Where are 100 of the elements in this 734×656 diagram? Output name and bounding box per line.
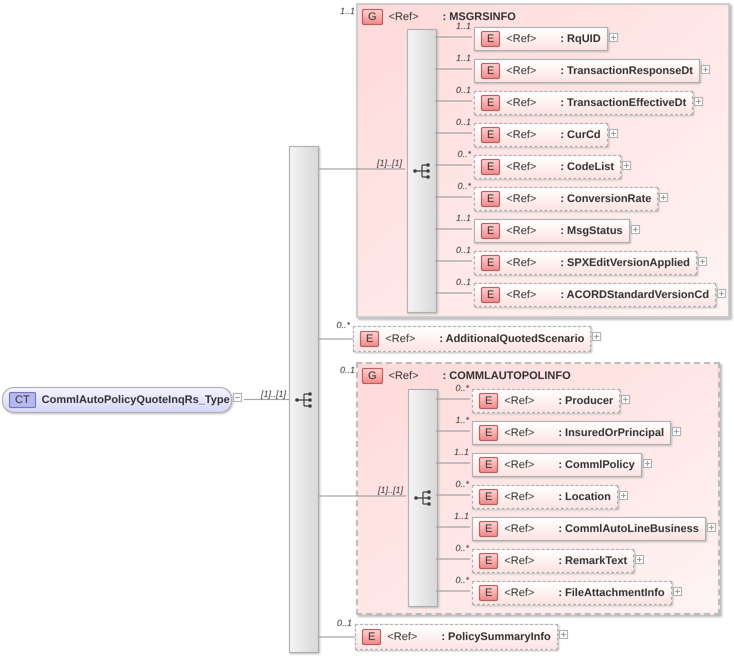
element-badge: E [481,191,500,207]
cardinality-label: 0..1 [456,116,471,129]
connector-line [434,292,472,294]
element-box [474,59,700,83]
cardinality-label: 1..* [455,414,469,427]
edge-label: [1]..[1] [378,484,403,497]
ref-label: <Ref> [385,332,416,347]
element-name: : Producer [558,394,614,409]
connector-line [436,462,470,464]
connector-line [318,168,406,170]
connector-line [434,196,472,198]
cardinality-label: 1..1 [456,20,471,33]
sequence-bar [408,389,438,607]
cardinality-label: 0..* [455,542,469,555]
connector-line [434,100,472,102]
ref-label: <Ref> [504,394,534,409]
cardinality-label: 0..1 [336,617,352,630]
group-badge: G [362,368,383,384]
element-badge: E [481,95,500,111]
element-badge: E [479,457,498,473]
element-name: : InsuredOrPrincipal [558,426,664,441]
connector-line [436,430,470,432]
element-box [474,219,630,243]
connector-line [436,494,470,496]
element-name: : FileAttachmentInfo [558,586,665,601]
element-name: : COMMLAUTOPOLINFO [442,369,571,384]
ref-label: <Ref> [504,586,534,601]
ref-label: <Ref> [506,256,536,271]
element-box [474,91,694,115]
element-box [355,624,558,650]
ref-label: <Ref> [506,96,536,111]
cardinality-label: 0..* [336,319,350,332]
cardinality-label: 1..1 [456,212,471,225]
cardinality-label: 1..1 [454,446,469,459]
sequence-bar [289,146,319,653]
ref-label: <Ref> [506,128,536,143]
element-name: : ACORDStandardVersionCd [560,288,710,303]
connector-line [436,590,470,592]
element-name: : RemarkText [558,554,628,569]
element-name: : PolicySummaryInfo [441,630,551,645]
element-box [474,251,697,275]
element-box [474,283,716,307]
connector-line [434,164,472,166]
element-name: : TransactionEffectiveDt [560,96,686,111]
element-name: : TransactionResponseDt [560,64,693,79]
connector-line [434,36,472,38]
element-badge: E [481,127,500,143]
connector-line [434,132,472,134]
ref-label: <Ref> [504,426,534,441]
group-badge: G [362,9,383,26]
ref-label: <Ref> [388,10,419,25]
cardinality-label: 0..1 [456,84,471,97]
element-badge: E [479,489,498,505]
element-badge: E [479,425,498,441]
connector-line [436,526,470,528]
cardinality-label: 1..1 [340,5,355,18]
element-name: : CodeList [560,160,614,175]
type-box [2,387,232,413]
cardinality-label: 0..* [455,574,469,587]
connector-line [318,636,356,638]
ref-label: <Ref> [506,160,536,175]
cardinality-label: 0..1 [456,276,471,289]
ref-label: <Ref> [387,630,418,645]
connector-line [434,228,472,230]
edge-label: [1]..[1] [260,388,286,401]
element-badge: E [481,31,500,47]
element-badge: E [481,287,500,303]
element-name: : AdditionalQuotedScenario [439,332,584,347]
element-box [474,123,608,147]
element-badge: E [481,63,500,79]
connector-line [434,68,472,70]
element-badge: E [479,521,498,537]
connector-line [436,398,470,400]
element-name: : MsgStatus [560,224,623,239]
cardinality-label: 0..* [455,382,469,395]
ref-label: <Ref> [506,192,536,207]
edge-label: [1]..[1] [376,157,402,170]
element-name: : SPXEditVersionApplied [560,256,690,271]
element-name: : Location [558,490,611,505]
type-badge: CT [9,392,36,408]
cardinality-label: 0..* [457,180,471,193]
element-badge: E [479,553,498,569]
ref-label: <Ref> [504,554,534,569]
element-box [472,549,634,573]
connector-line [318,338,354,340]
element-name: : CommlAutoLineBusiness [558,522,699,537]
cardinality-label: 0..* [457,148,471,161]
connector-line [436,558,470,560]
element-box [472,421,672,445]
element-badge: E [360,331,380,347]
ref-label: <Ref> [506,64,536,79]
element-box [474,27,608,51]
cardinality-label: 1..1 [454,510,469,523]
element-box [474,155,622,179]
element-badge: E [479,585,498,601]
element-badge: E [479,393,498,409]
element-name: : CommlPolicy [558,458,635,473]
element-box [353,326,592,352]
ref-label: <Ref> [504,522,534,537]
element-box [472,485,618,509]
